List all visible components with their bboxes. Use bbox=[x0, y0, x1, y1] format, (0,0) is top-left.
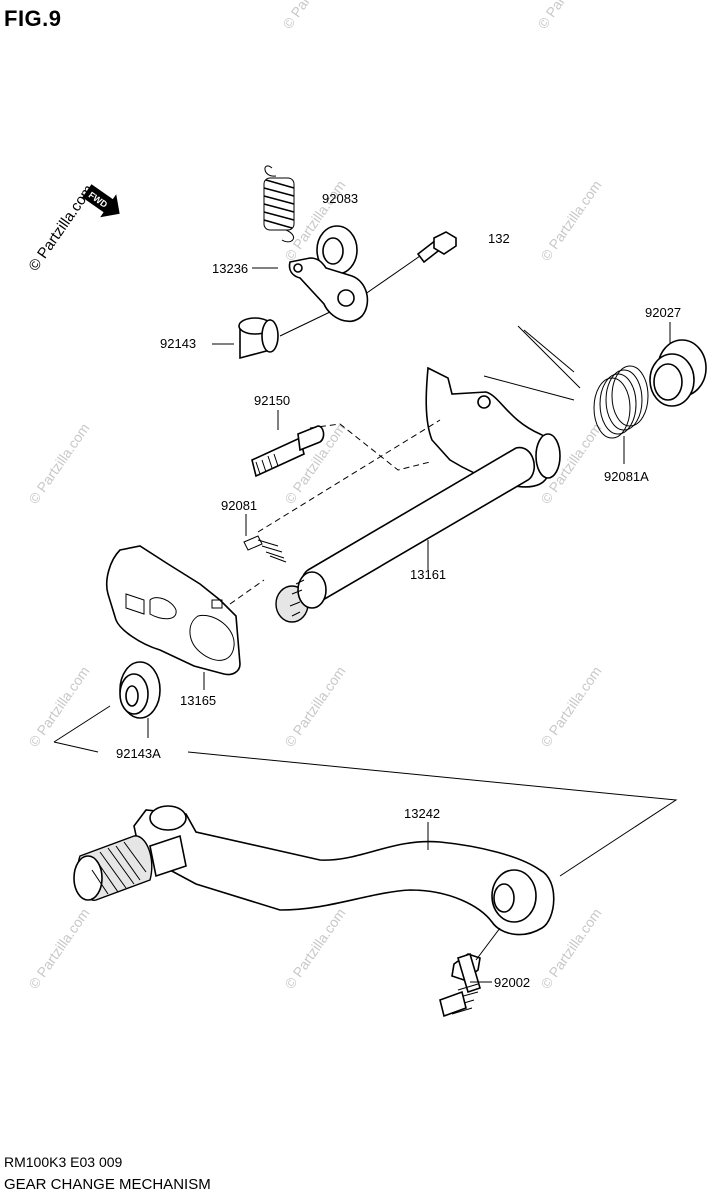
washer-92083 bbox=[316, 225, 358, 275]
leader-line bbox=[53, 705, 111, 753]
pin-92150 bbox=[251, 410, 325, 478]
watermark-text: © Partzilla.com bbox=[537, 177, 604, 263]
label-92027: 92027 bbox=[645, 305, 681, 320]
return-spring-part bbox=[263, 165, 295, 243]
dashed-guide-line bbox=[257, 419, 441, 533]
dashed-guide-line bbox=[229, 579, 265, 605]
watermark-text: © Partzilla.com bbox=[537, 663, 604, 749]
label-92081: 92081 bbox=[221, 498, 257, 513]
watermark-text: © Partzilla.com bbox=[281, 663, 348, 749]
label-132: 132 bbox=[488, 231, 510, 246]
diagram-name: GEAR CHANGE MECHANISM bbox=[4, 1176, 211, 1193]
label-92143A: 92143A bbox=[116, 746, 161, 761]
torsion-spring-92081A bbox=[483, 325, 649, 464]
bushing-92027 bbox=[649, 322, 707, 407]
watermark-layer: © Partzilla.com © Partzilla.com © Partzi… bbox=[25, 0, 604, 992]
bolt-92002 bbox=[439, 927, 501, 1018]
figure-title: FIG.9 bbox=[4, 6, 62, 31]
label-92002: 92002 bbox=[494, 975, 530, 990]
watermark-text: © Partzilla.com bbox=[25, 663, 92, 749]
roller-92143 bbox=[212, 311, 331, 360]
label-13161: 13161 bbox=[410, 567, 446, 582]
label-92083: 92083 bbox=[322, 191, 358, 206]
label-13165: 13165 bbox=[180, 693, 216, 708]
watermark-text: © Partzilla.com bbox=[25, 905, 92, 991]
label-92143: 92143 bbox=[160, 336, 196, 351]
watermark-text: © Partzilla.com bbox=[279, 0, 346, 32]
label-13236: 13236 bbox=[212, 261, 248, 276]
watermark-text: © Partzilla.com bbox=[281, 905, 348, 991]
watermark-text: © Partzilla.com bbox=[25, 420, 92, 506]
spring-92081 bbox=[243, 514, 287, 563]
stopper-plate-13236 bbox=[252, 257, 369, 322]
shift-lever-13242 bbox=[73, 805, 555, 936]
watermark-text: © Partzilla.com bbox=[534, 0, 601, 32]
shift-shaft-13161 bbox=[275, 366, 561, 623]
model-code: RM100K3 E03 009 bbox=[4, 1154, 123, 1170]
cam-plate-13165 bbox=[105, 545, 241, 690]
label-13242: 13242 bbox=[404, 806, 440, 821]
bolt-132 bbox=[347, 231, 457, 307]
label-92081A: 92081A bbox=[604, 469, 649, 484]
washer-92143A bbox=[119, 661, 161, 738]
leader-line bbox=[187, 751, 678, 877]
dashed-guide-line bbox=[309, 423, 431, 471]
watermark-text-dark: © Partzilla.com bbox=[25, 182, 97, 275]
label-92150: 92150 bbox=[254, 393, 290, 408]
